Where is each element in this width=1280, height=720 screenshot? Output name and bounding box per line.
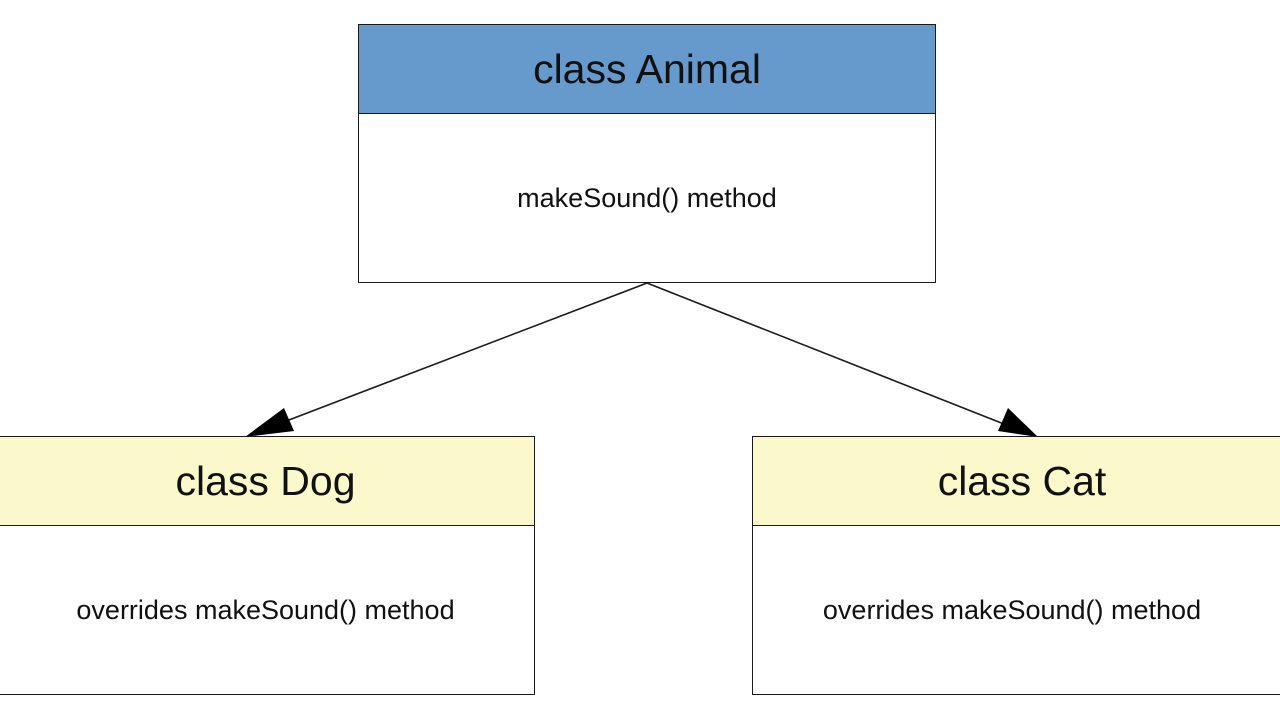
class-method-dog: overrides makeSound() method	[76, 594, 455, 625]
class-title-animal: class Animal	[533, 45, 761, 92]
class-body-cat: overrides makeSound() method	[753, 526, 1280, 694]
arrowhead-cat	[998, 408, 1038, 437]
class-method-animal: makeSound() method	[517, 182, 777, 213]
class-box-cat: class Cat overrides makeSound() method	[752, 436, 1280, 695]
class-header-dog: class Dog	[0, 437, 534, 526]
class-header-cat: class Cat	[753, 437, 1280, 526]
class-body-animal: makeSound() method	[359, 114, 935, 282]
class-header-animal: class Animal	[359, 25, 935, 114]
class-method-cat: overrides makeSound() method	[822, 594, 1202, 625]
class-title-cat: class Cat	[937, 457, 1107, 504]
class-body-dog: overrides makeSound() method	[0, 526, 534, 694]
class-title-dog: class Dog	[175, 457, 356, 504]
arrow-line-animal-to-cat	[646, 282, 1015, 429]
class-box-dog: class Dog overrides makeSound() method	[0, 436, 535, 695]
arrowhead-dog	[245, 408, 294, 437]
arrow-line-animal-to-dog	[267, 282, 648, 429]
class-box-animal: class Animal makeSound() method	[358, 24, 936, 283]
